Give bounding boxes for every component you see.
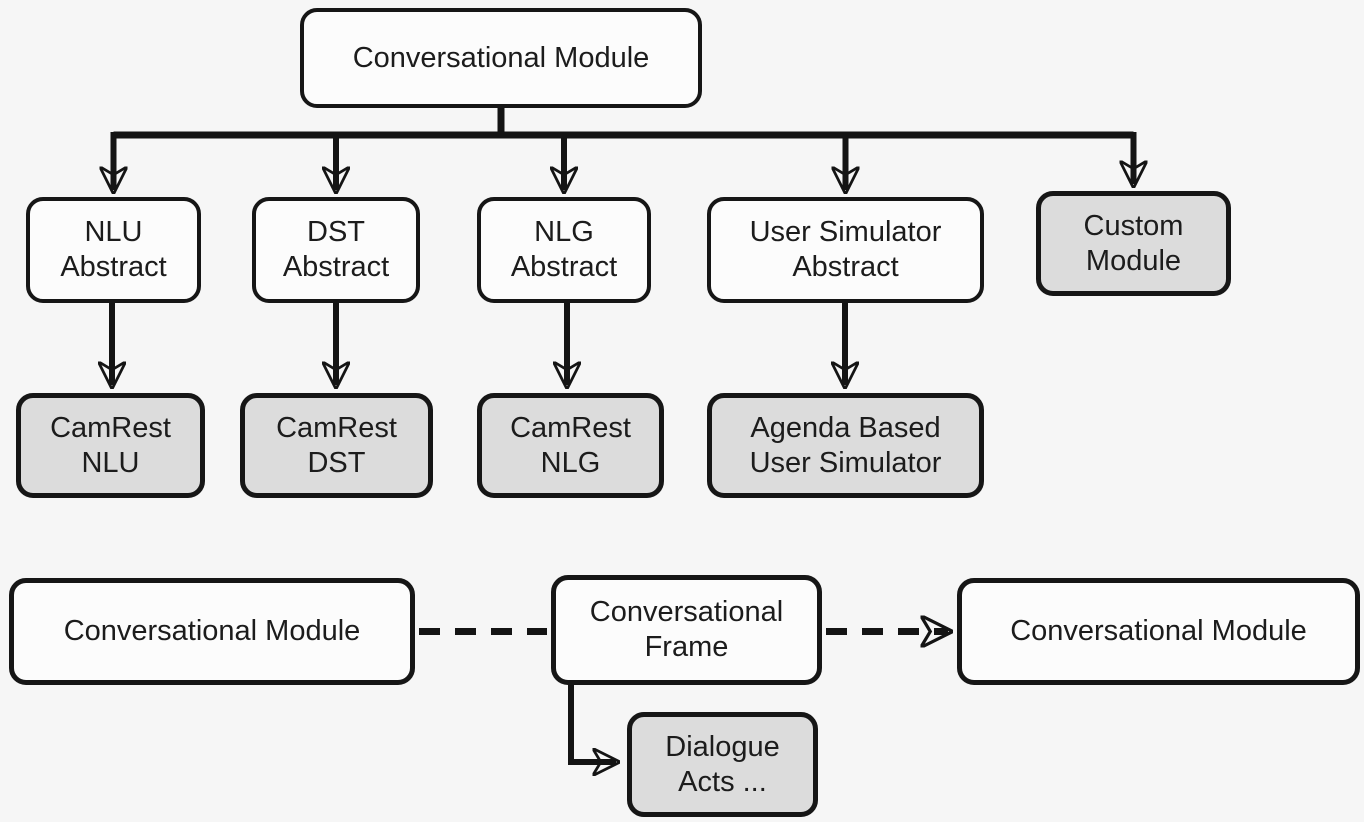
node-user-simulator-abstract: User Simulator Abstract: [707, 197, 984, 303]
node-conversational-module-root: Conversational Module: [300, 8, 702, 108]
node-dst-abstract: DST Abstract: [252, 197, 420, 303]
node-custom-module: Custom Module: [1036, 191, 1231, 296]
node-camrest-nlg: CamRest NLG: [477, 393, 664, 498]
node-dialogue-acts: Dialogue Acts ...: [627, 712, 818, 817]
node-camrest-nlu: CamRest NLU: [16, 393, 205, 498]
node-camrest-dst: CamRest DST: [240, 393, 433, 498]
node-conversational-module-right: Conversational Module: [957, 578, 1360, 685]
node-nlg-abstract: NLG Abstract: [477, 197, 651, 303]
node-conversational-module-left: Conversational Module: [9, 578, 415, 685]
node-conversational-frame: Conversational Frame: [551, 575, 822, 685]
node-nlu-abstract: NLU Abstract: [26, 197, 201, 303]
edge-frame-to-dialogue-acts: [568, 683, 616, 762]
node-agenda-based-user-simulator: Agenda Based User Simulator: [707, 393, 984, 498]
